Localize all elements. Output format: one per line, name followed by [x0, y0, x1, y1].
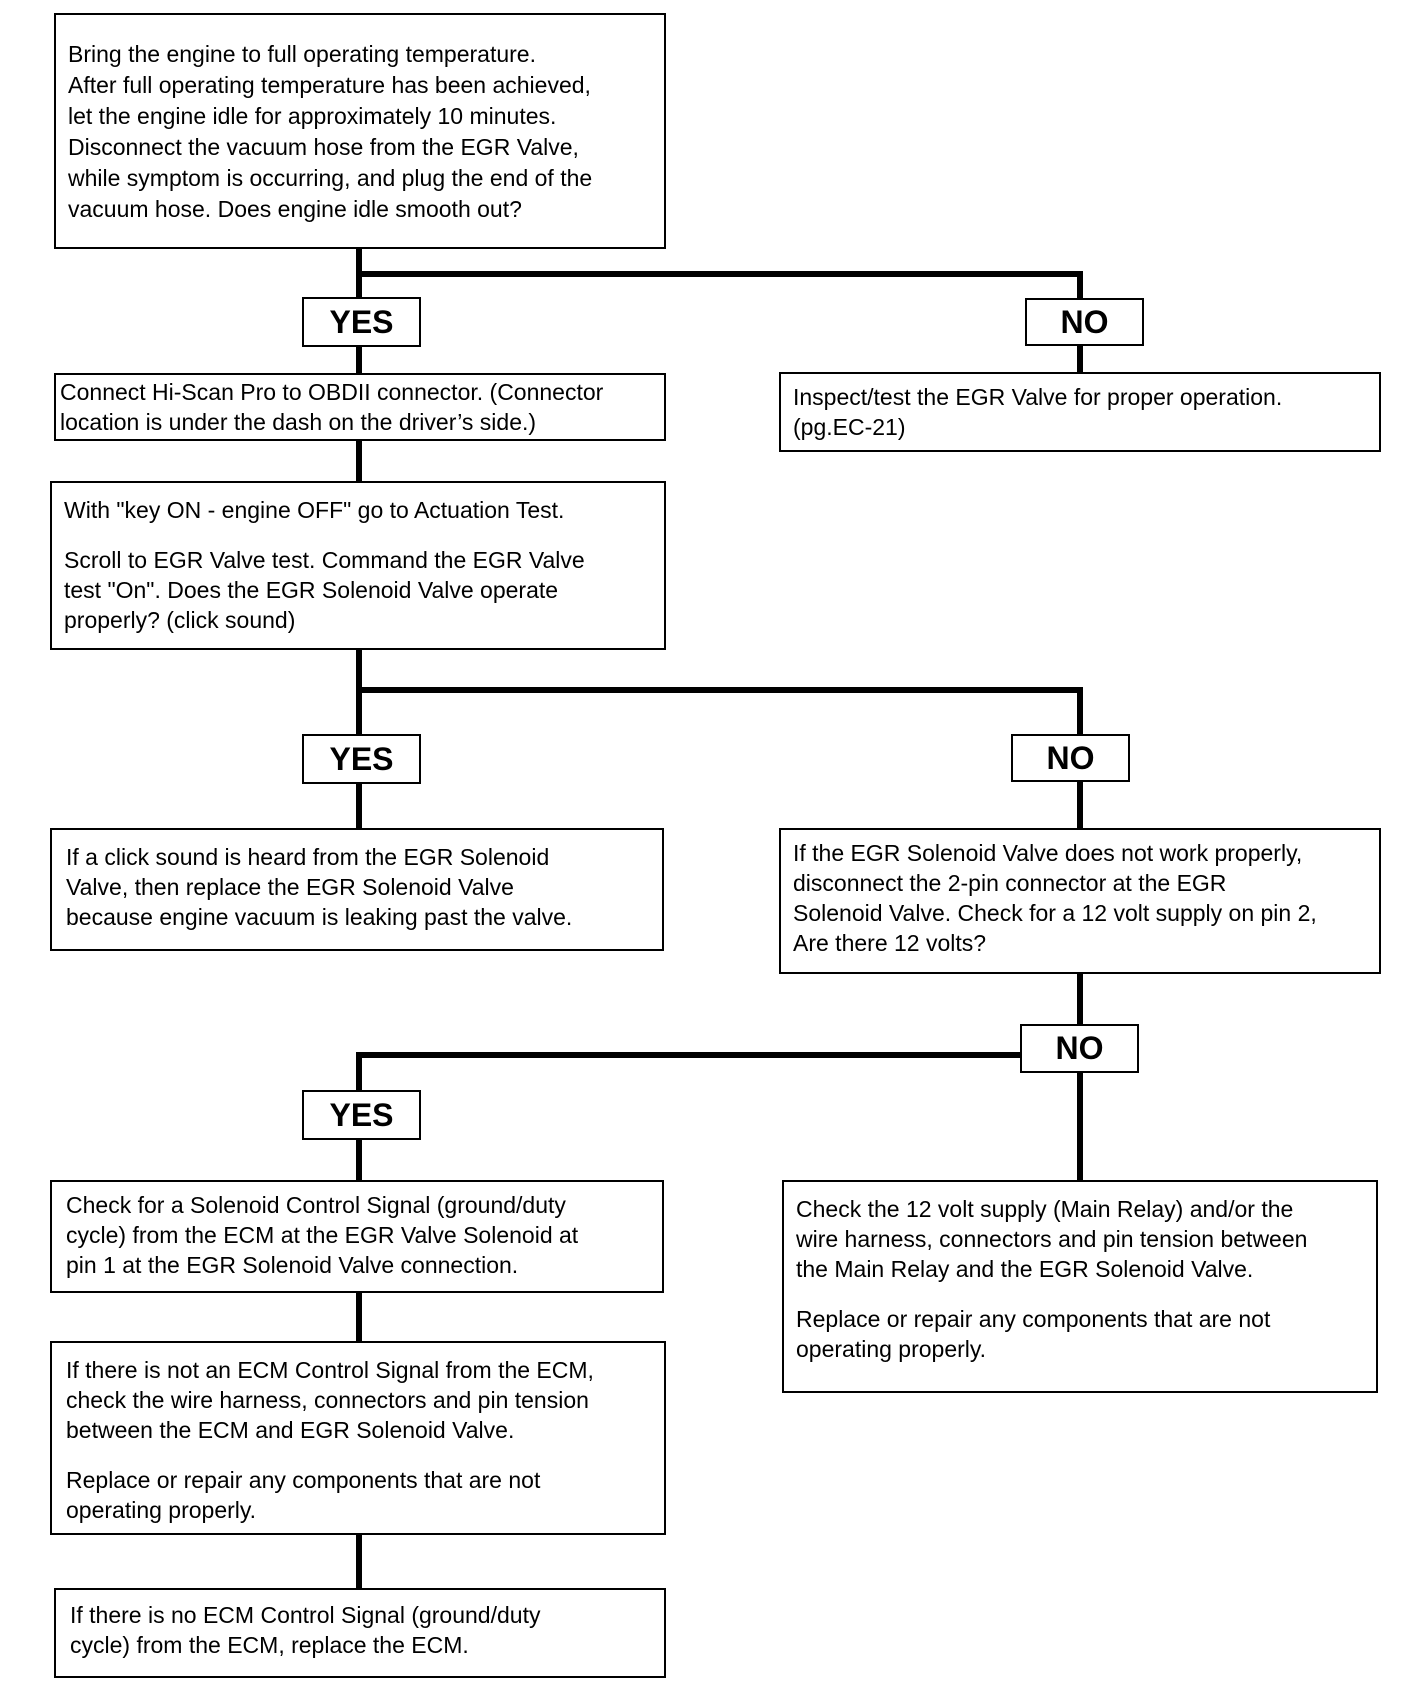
step-text: Replace or repair any components that ar… [796, 1306, 1271, 1362]
inspect-egr-valve: Inspect/test the EGR Valve for proper op… [779, 372, 1381, 452]
check-control-signal: Check for a Solenoid Control Signal (gro… [50, 1180, 664, 1293]
replace-ecm-step: If there is no ECM Control Signal (groun… [54, 1588, 666, 1678]
step-text: Replace or repair any components that ar… [66, 1467, 541, 1523]
yes-label: YES [302, 297, 421, 347]
step-text: If the EGR Solenoid Valve does not work … [793, 840, 1317, 956]
step-text: With "key ON - engine OFF" go to Actuati… [64, 497, 565, 523]
step-warm-engine: Bring the engine to full operating tempe… [54, 13, 666, 249]
check-12v-supply: Check the 12 volt supply (Main Relay) an… [782, 1180, 1378, 1393]
no-label: NO [1025, 298, 1144, 346]
yes-label: YES [302, 1090, 421, 1140]
step-text: Bring the engine to full operating tempe… [68, 41, 593, 222]
step-text: Check the 12 volt supply (Main Relay) an… [796, 1196, 1308, 1282]
step-text: If there is no ECM Control Signal (groun… [70, 1602, 541, 1658]
step-text: Check for a Solenoid Control Signal (gro… [66, 1192, 579, 1278]
step-text: Scroll to EGR Valve test. Command the EG… [64, 547, 585, 633]
no-label: NO [1011, 734, 1130, 782]
no-label: NO [1020, 1024, 1139, 1073]
step-actuation-test: With "key ON - engine OFF" go to Actuati… [50, 481, 666, 650]
yes-label: YES [302, 734, 421, 784]
step-text: If a click sound is heard from the EGR S… [66, 844, 573, 930]
step-text: Connect Hi-Scan Pro to OBDII connector. … [60, 379, 604, 435]
step-connect-scanner: Connect Hi-Scan Pro to OBDII connector. … [54, 373, 666, 441]
valve-not-working-step: If the EGR Solenoid Valve does not work … [779, 828, 1381, 974]
click-heard-result: If a click sound is heard from the EGR S… [50, 828, 664, 951]
step-text: If there is not an ECM Control Signal fr… [66, 1357, 594, 1443]
no-ecm-signal-step: If there is not an ECM Control Signal fr… [50, 1341, 666, 1535]
step-text: Inspect/test the EGR Valve for proper op… [793, 384, 1283, 440]
